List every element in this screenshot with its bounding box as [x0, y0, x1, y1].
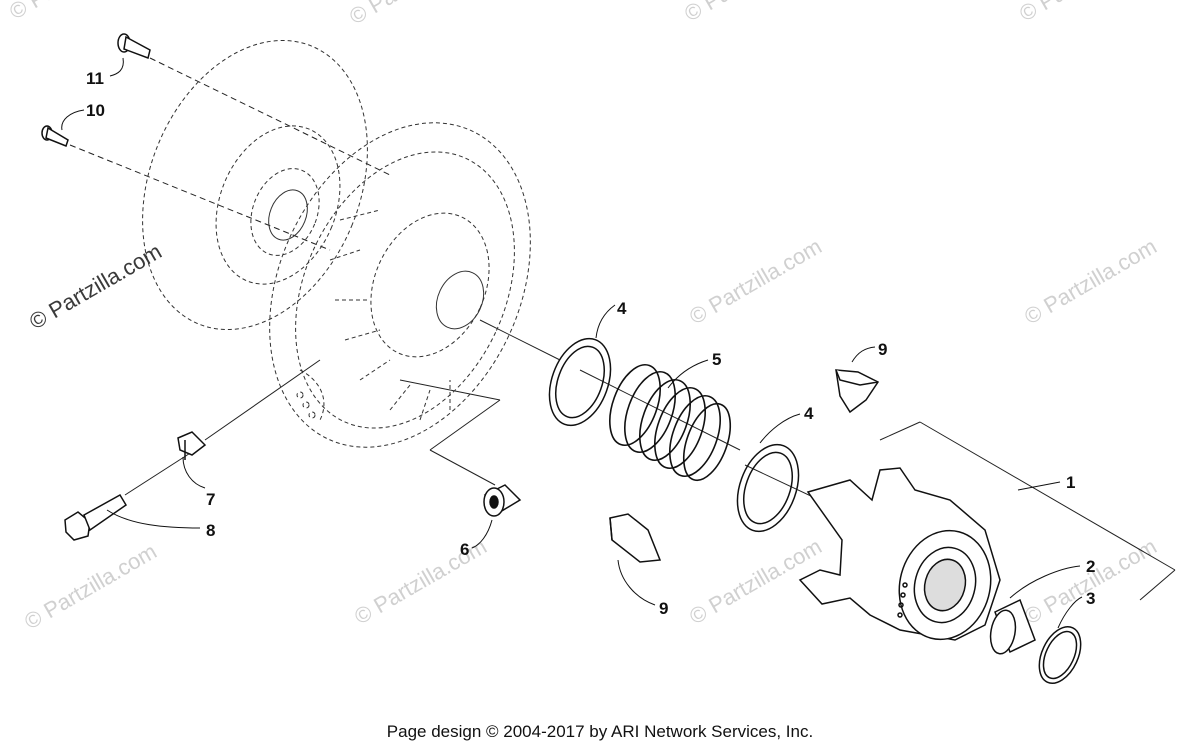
callout-10: 10: [86, 101, 105, 120]
shoe-9-icon: [609, 513, 662, 563]
watermark: © Partzilla.com: [345, 0, 486, 29]
callout-4: 4: [804, 404, 814, 423]
shoe-9-icon: [835, 369, 880, 414]
callout-5: 5: [712, 350, 721, 369]
watermark: © Partzilla.com: [5, 0, 146, 24]
rear-sheave: [142, 39, 368, 331]
watermark: © Partzilla.com: [685, 234, 826, 330]
front-sheave: [269, 122, 531, 448]
copyright-footer: Page design © 2004-2017 by ARI Network S…: [386, 722, 814, 741]
callout-labels: 11 10 7 8 6 4 5 4 9 9 1 2 3: [86, 69, 1095, 618]
snap-ring-3-icon: [1038, 626, 1082, 684]
cam-housing-1-icon: [798, 467, 1001, 641]
callout-3: 3: [1086, 589, 1095, 608]
callout-9: 9: [659, 599, 668, 618]
callout-leaders: [61, 57, 1083, 629]
watermark: © Partzilla.com: [1020, 234, 1161, 330]
screw-10-icon: [41, 125, 69, 147]
watermark: © Partzilla.com: [20, 539, 161, 635]
watermark: © Partzilla.com: [350, 534, 491, 630]
washer-4-icon: [736, 443, 800, 533]
callout-6: 6: [460, 540, 469, 559]
screw-11-icon: [117, 33, 151, 59]
bushing-2-icon: [989, 598, 1036, 655]
bolt-8-icon: [64, 493, 128, 541]
roller-6-icon: [483, 484, 522, 517]
callout-11: 11: [86, 69, 104, 88]
callout-8: 8: [206, 521, 215, 540]
watermark: © Partzilla.com: [1015, 0, 1156, 26]
callout-1: 1: [1066, 473, 1075, 492]
washer-4-icon: [548, 337, 612, 427]
callout-4: 4: [617, 299, 627, 318]
callout-7: 7: [206, 490, 215, 509]
watermark: © Partzilla.com: [1020, 534, 1161, 630]
center-lines: [69, 57, 1176, 601]
clip-7-icon: [177, 431, 207, 460]
callout-2: 2: [1086, 557, 1095, 576]
watermark-dark: © Partzilla.com: [25, 239, 166, 335]
watermark: © Partzilla.com: [680, 0, 821, 26]
callout-9: 9: [878, 340, 887, 359]
spring-5-icon: [609, 364, 732, 482]
